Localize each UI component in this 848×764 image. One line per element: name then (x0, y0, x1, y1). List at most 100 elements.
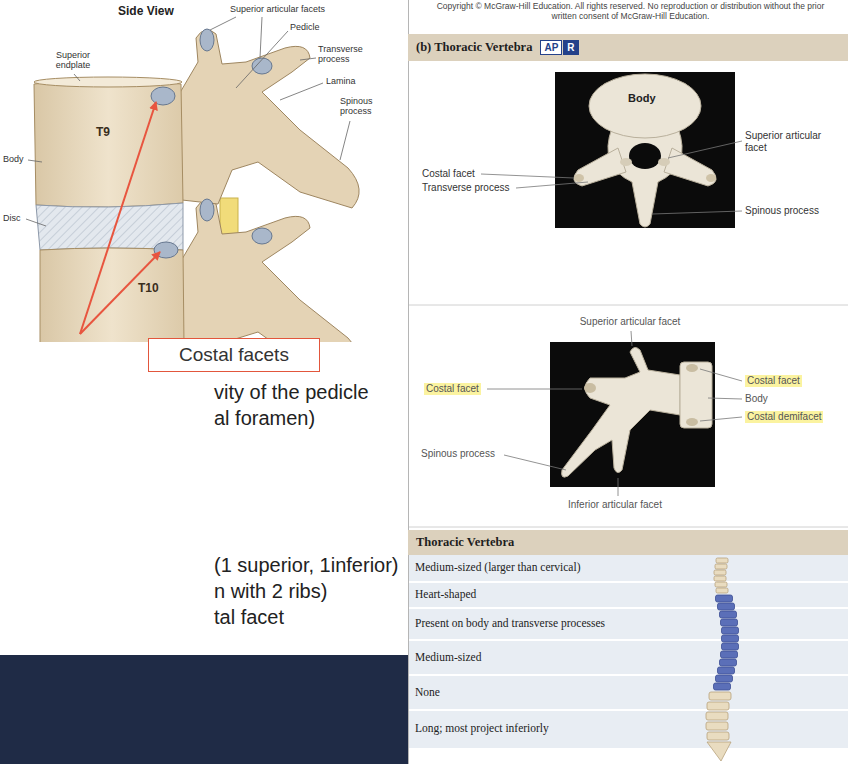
vertebra-number: T9 (96, 126, 110, 140)
vertebra (721, 619, 738, 626)
pointer-arrow (80, 252, 160, 334)
vertebra (716, 558, 728, 563)
facet (584, 383, 596, 393)
node-text: (b) Thoracic Vertebra (416, 40, 532, 55)
slide-text: tal facet (214, 606, 284, 629)
vertebral-arch (608, 128, 682, 227)
facet (200, 29, 214, 51)
photo-ground (550, 342, 715, 487)
part-label: Spinous process (340, 96, 396, 117)
row-divider (409, 607, 848, 609)
vertebra (709, 692, 731, 700)
leader-line (700, 369, 742, 381)
superior-view-photo (555, 72, 735, 228)
leader-line (668, 141, 742, 158)
part-label: Body (3, 154, 24, 164)
photo-ground (555, 72, 735, 228)
leader-line (280, 83, 323, 100)
vertebra (714, 576, 726, 581)
row-divider (409, 709, 848, 711)
logo-box: AP (540, 40, 562, 55)
leader-line (487, 389, 582, 390)
part-label: Inferior articular facet (568, 499, 662, 511)
leader-line (260, 17, 262, 58)
table-rows (409, 555, 848, 748)
vertebra (722, 643, 739, 650)
slide-text: al foramen) (214, 407, 315, 430)
highlighted-label: Costal facet (745, 375, 802, 387)
vertebra (722, 627, 739, 634)
facet (252, 58, 272, 74)
node-text: Costal facets (179, 344, 289, 366)
vertebra (720, 659, 737, 666)
t10-posterior-arch (178, 200, 359, 342)
facet (620, 158, 632, 166)
leader-line (652, 211, 742, 214)
node-text: Thoracic Vertebra (416, 535, 514, 550)
vertebra-number: T10 (138, 282, 159, 296)
table-cell: Present on body and transverse processes (415, 617, 605, 630)
leader-line (340, 121, 350, 160)
row-divider (409, 581, 848, 583)
t10-body (40, 248, 184, 342)
vertebra (714, 570, 726, 575)
part-label: Body (628, 92, 656, 105)
leader-line (28, 160, 42, 162)
slide-text: n with 2 ribs) (214, 580, 327, 603)
logo-box: R (563, 40, 578, 55)
vertebral-body (680, 362, 712, 428)
table-header-band: Thoracic Vertebra (408, 530, 848, 555)
thoracic-vertebrae (714, 595, 739, 690)
vertebra (721, 651, 738, 658)
spine-thumbnail (706, 558, 739, 761)
part-label: Disc (3, 213, 21, 223)
leader-line (700, 417, 742, 421)
leader-line (236, 31, 288, 88)
part-label: Transverse process (318, 44, 380, 65)
leader-line (210, 17, 236, 30)
section-divider (409, 305, 848, 306)
copyright-note: Copyright © McGraw-Hill Education. All r… (428, 2, 833, 22)
part-label: Spinous process (745, 205, 819, 217)
vertebra (707, 702, 729, 710)
highlighted-label: Costal demifacet (745, 411, 823, 423)
callout-box: Costal facets (148, 338, 320, 372)
vertebra (706, 712, 728, 720)
t9-body (34, 80, 183, 208)
vertebra (706, 722, 728, 730)
table-cell: Medium-sized (larger than cervical) (415, 561, 581, 574)
facet (252, 228, 272, 244)
lateral-view-photo (550, 342, 715, 487)
cervical-vertebrae (714, 558, 728, 593)
facet (658, 158, 670, 166)
vertebral-foramen (629, 143, 661, 169)
vertebra (707, 732, 729, 740)
vertebra (714, 683, 731, 690)
leader-lines (487, 331, 742, 496)
vertebral-arch (562, 347, 680, 477)
table-cell: None (415, 686, 440, 699)
facet (200, 199, 214, 221)
pointer-arrows (80, 102, 160, 334)
leader-line (26, 219, 46, 226)
part-label: Superior articular facets (230, 4, 325, 14)
slide-text: vity of the pedicle (214, 381, 369, 404)
facet (686, 418, 698, 426)
section-header-band: (b) Thoracic Vertebra AP R (408, 34, 848, 61)
leader-line (631, 331, 632, 346)
vertebrae-side-illustration (34, 29, 359, 342)
table-cell: Heart-shaped (415, 588, 476, 601)
slide-footer-band (0, 655, 408, 764)
vertebra (715, 582, 727, 587)
part-label: Transverse process (422, 182, 509, 194)
leader-line (74, 74, 80, 81)
part-label: Superior articular facet (560, 316, 700, 328)
transverse-process (574, 148, 626, 186)
textbook-panel (409, 0, 848, 764)
node-text: R (567, 41, 574, 54)
facet (574, 174, 584, 182)
table-row-band (409, 555, 848, 748)
view-title: Side View (118, 5, 174, 19)
